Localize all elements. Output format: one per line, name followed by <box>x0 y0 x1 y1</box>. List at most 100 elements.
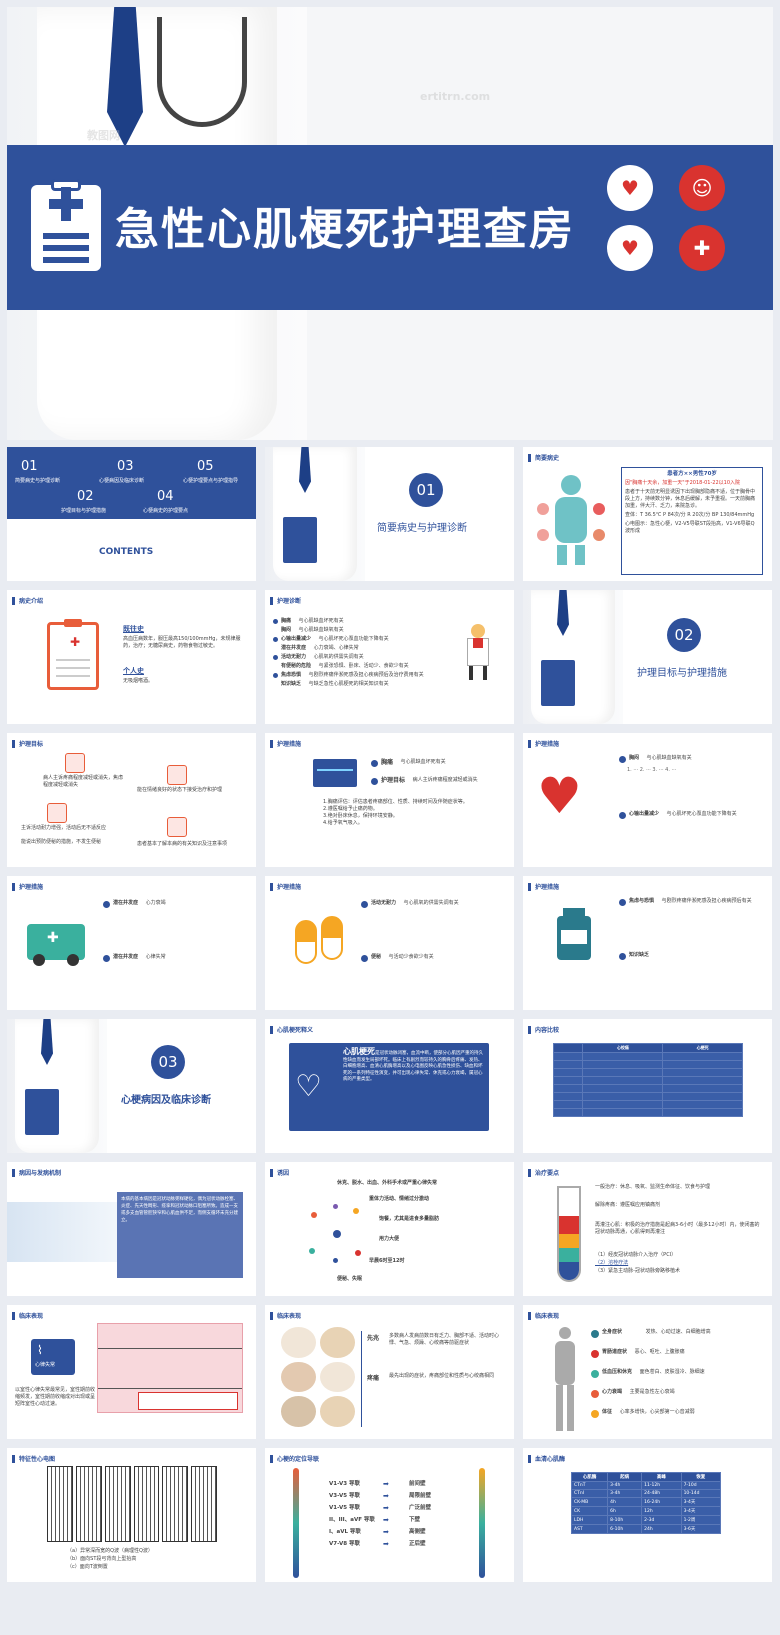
slide-content-compare[interactable]: 内容比较 心绞痛心梗死 <box>523 1019 772 1153</box>
lead-list: V1-V3 导联 V3-V5 导联 V1-V5 导联 II、III、aVF 导联… <box>329 1481 375 1547</box>
definition-box: ♡ 心肌梗死是冠状动脉闭塞，血流中断，使部分心肌因严重的持久性缺血而发生局部坏死… <box>289 1043 489 1131</box>
section-title: 简要病史与护理诊断 <box>377 523 467 534</box>
slide-header: 简要病史 <box>535 455 560 462</box>
slide-header: 护理措施 <box>535 741 560 748</box>
arrow-list: ➡➡ ➡➡ ➡➡ <box>383 1480 389 1548</box>
slide-section-01[interactable]: 01 简要病史与护理诊断 <box>265 447 514 581</box>
slide-ecg-features[interactable]: 特征性心电图 （a）异常深而宽的Q波（病理性Q波） （b）面向ST段弓背向上型抬… <box>7 1448 256 1582</box>
title-banner: 急性心肌梗死护理查房 ♥ ☺ ♥ ✚ <box>7 145 773 310</box>
slide-header: 病史介绍 <box>19 598 44 605</box>
region-list: 前间壁 局限前壁 广泛前壁 下壁 高侧壁 正后壁 <box>409 1481 432 1547</box>
contents-num-04: 04 <box>157 489 174 504</box>
slide-header: 内容比较 <box>535 1027 560 1034</box>
slide-ecg-leads[interactable]: 心梗的定位导联 V1-V3 导联 V3-V5 导联 V1-V5 导联 II、II… <box>265 1448 514 1582</box>
slide-contents[interactable]: 01 简要病史与护理诊断 03 心梗病因及临床诊断 05 心梗护理要点与护理指导… <box>7 447 256 581</box>
ecg-bubble-icon: 心律失常 ⌇ <box>31 1339 75 1375</box>
heartbeat-icon: ♡ <box>295 1069 322 1104</box>
slide-measures-2[interactable]: 护理措施 ♥ 胸闷 与心肌缺血缺氧有关 1. ··· 2. ··· 3. ···… <box>523 733 772 867</box>
contents-item-05[interactable]: 心梗护理要点与护理指导 <box>183 478 239 484</box>
network-dots-icon <box>305 1202 369 1266</box>
heart-rate-icon: ♥ <box>537 767 582 825</box>
diagnosis-list: 胸痛 与心肌缺血坏死有关 胸闷 与心肌缺血缺氧有关 心输出量减少 与心肌坏死心泵… <box>273 618 443 688</box>
body-organs-icon <box>537 475 607 565</box>
contents-item-04[interactable]: 心梗病史的护理要点 <box>143 508 189 514</box>
slide-header: 诱因 <box>277 1170 290 1177</box>
slide-header: 临床表现 <box>277 1313 302 1320</box>
slide-header: 护理措施 <box>277 884 302 891</box>
capsule-icon <box>321 916 343 960</box>
medkit-icon <box>167 765 187 785</box>
symptom-illustrations <box>281 1327 355 1427</box>
slide-etiology[interactable]: 病因与发病机制 本病的基本病因是冠状动脉粥样硬化，偶为冠状动脉栓塞、炎症、先天性… <box>7 1162 256 1296</box>
slide-measures-1[interactable]: 护理措施 胸痛 与心肌缺血坏死有关 护理目标 病人主诉疼痛程度减轻或消失 1.胸… <box>265 733 514 867</box>
slide-treatment[interactable]: 治疗要点 一般治疗：休息、吸氧、监测生命体征、饮食与护理 解除疼痛：遵医嘱应用镇… <box>523 1162 772 1296</box>
section-number: 01 <box>409 473 443 507</box>
contents-item-02[interactable]: 护理目标与护理措施 <box>61 508 107 514</box>
section-number: 02 <box>667 618 701 652</box>
slide-header: 心梗的定位导联 <box>277 1456 320 1463</box>
section-number: 03 <box>151 1045 185 1079</box>
slide-header: 血清心肌酶 <box>535 1456 566 1463</box>
doctor-illustration <box>7 1019 107 1153</box>
slide-clinical-3[interactable]: 临床表现 全身症状 发热、心动过速、白细胞增高 胃肠道症状 恶心、呕吐、上腹胀痛… <box>523 1305 772 1439</box>
slide-nursing-goals[interactable]: 护理目标 病人主诉疼痛程度减轻或消失，焦虑程度减轻或消失 能在情绪良好的状态下接… <box>7 733 256 867</box>
medical-record-icon: ✚ <box>47 619 99 690</box>
medical-icons-group: ♥ ☺ ♥ ✚ <box>607 165 757 295</box>
section-title: 心梗病因及临床诊断 <box>121 1095 211 1106</box>
capsule-icon <box>295 920 317 964</box>
slide-header: 护理措施 <box>19 884 44 891</box>
slide-mi-definition[interactable]: 心肌梗死释义 ♡ 心肌梗死是冠状动脉闭塞，血流中断，使部分心肌因严重的持久性缺血… <box>265 1019 514 1153</box>
slide-clinical-2[interactable]: 临床表现 先兆 多数病人发病前数日有乏力、胸部不适、活动时心悸、气急、烦躁、心绞… <box>265 1305 514 1439</box>
slide-clinical-1[interactable]: 临床表现 心律失常 ⌇ 以室性心律失常最常见，室性期前收缩频发，室性期前收缩成对… <box>7 1305 256 1439</box>
human-body-icon <box>553 1327 577 1431</box>
blood-pressure-icon: ✚ <box>679 225 725 271</box>
doctor-illustration <box>523 590 623 724</box>
ecg-strip-image <box>97 1323 243 1413</box>
contents-num-01: 01 <box>21 459 38 474</box>
slide-causes[interactable]: 诱因 休克、脱水、出血、外科手术或严重心律失常 重体力活动、情绪过分激动 饱餐，… <box>265 1162 514 1296</box>
slide-section-02[interactable]: 02 护理目标与护理措施 <box>523 590 772 724</box>
slide-measures-5[interactable]: 护理措施 焦虑与恐惧 与剧烈疼痛伴濒死感及担心疾病预后有关 知识缺乏 <box>523 876 772 1010</box>
medical-team-photo <box>7 1202 127 1262</box>
ecg-waveforms <box>47 1466 217 1542</box>
slide-header: 护理目标 <box>19 741 44 748</box>
slide-nursing-diagnosis[interactable]: 护理诊断 胸痛 与心肌缺血坏死有关 胸闷 与心肌缺血缺氧有关 心输出量减少 与心… <box>265 590 514 724</box>
slide-header: 治疗要点 <box>535 1170 560 1177</box>
ambulance-icon: ✚ <box>27 924 85 966</box>
contents-item-01[interactable]: 简要病史与护理诊断 <box>15 478 61 484</box>
doctor-illustration <box>265 447 365 581</box>
slide-header: 临床表现 <box>535 1313 560 1320</box>
doctor-icon: ☺ <box>679 165 725 211</box>
medkit-icon <box>167 817 187 837</box>
slide-grid: 01 简要病史与护理诊断 03 心梗病因及临床诊断 05 心梗护理要点与护理指导… <box>7 447 773 1591</box>
cover-slide[interactable]: 教图网 急性心肌梗死护理查房 ♥ ☺ ♥ ✚ <box>7 7 773 440</box>
medkit-icon <box>47 803 67 823</box>
section-title: 护理目标与护理措施 <box>637 668 727 679</box>
slide-measures-4[interactable]: 护理措施 活动无耐力 与心肌氧的供需失调有关 便秘 与活动少食欲少有关 <box>265 876 514 1010</box>
watermark-url: ertitrn.com <box>420 90 491 103</box>
contents-label: CONTENTS <box>99 547 154 557</box>
nurse-icon <box>463 624 493 680</box>
monitor-icon <box>313 759 357 787</box>
slide-header: 护理措施 <box>535 884 560 891</box>
slide-header: 心肌梗死释义 <box>277 1027 314 1034</box>
slide-section-03[interactable]: 03 心梗病因及临床诊断 <box>7 1019 256 1153</box>
history-box: 患者方××男性70岁 因"胸痛十天余，加重一天"于2018-01-22以10入院… <box>621 467 763 575</box>
compare-table: 心绞痛心梗死 <box>552 1043 743 1117</box>
slide-header: 特征性心电图 <box>19 1456 56 1463</box>
slide-illness-intro[interactable]: 病史介绍 ✚ 既往史 高血压病数年，服压最高150/100mmHg，未规律服药，… <box>7 590 256 724</box>
slide-measures-3[interactable]: 护理措施 ✚ 潜在并发症 心力衰竭 潜在并发症 心律失常 <box>7 876 256 1010</box>
slide-brief-history[interactable]: 简要病史 患者方××男性70岁 因"胸痛十天余，加重一天"于2018-01-22… <box>523 447 772 581</box>
contents-num-05: 05 <box>197 459 214 474</box>
medkit-icon <box>65 753 85 773</box>
medicine-bottle-icon <box>557 908 591 960</box>
slide-header: 病因与发病机制 <box>19 1170 62 1177</box>
heart-hand-icon: ♥ <box>607 225 653 271</box>
heart-thermometer-icon: ♥ <box>607 165 653 211</box>
contents-item-03[interactable]: 心梗病因及临床诊断 <box>99 478 145 484</box>
contents-num-03: 03 <box>117 459 134 474</box>
slide-header: 护理诊断 <box>277 598 302 605</box>
